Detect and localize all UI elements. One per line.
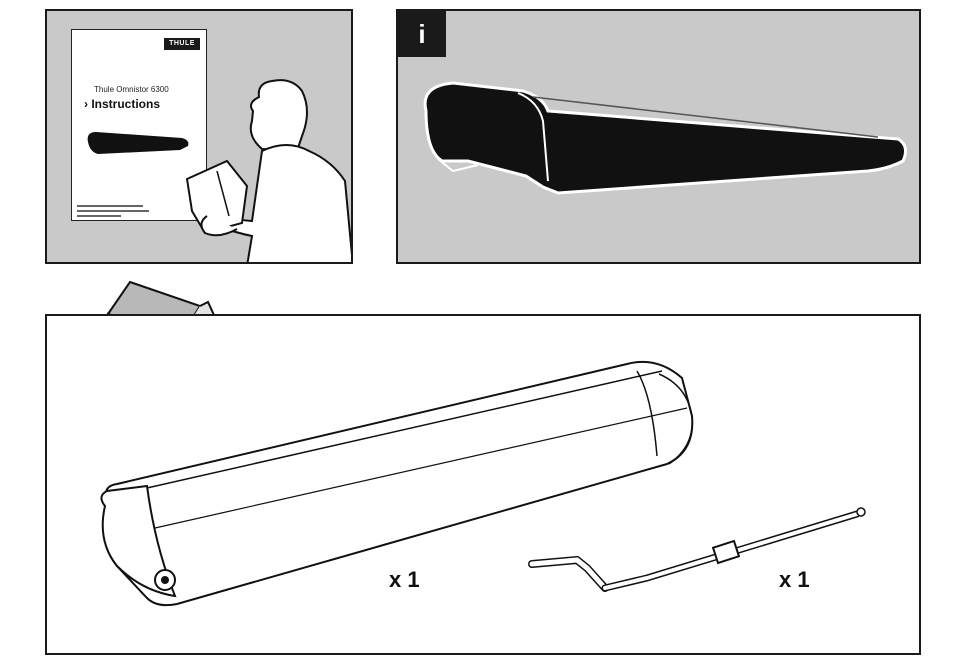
booklet-heading: › Instructions (84, 97, 161, 111)
brand-logo: THULE (164, 38, 200, 50)
booklet-awning-illustration (87, 132, 189, 154)
crank-handle (528, 507, 866, 592)
booklet-panel: THULE Thule Omnistor 6300 › Instructions (45, 9, 353, 264)
awning-info-illustration (423, 81, 908, 195)
booklet-fine-print (77, 202, 187, 220)
awning-cassette (100, 360, 694, 607)
instruction-booklet: THULE Thule Omnistor 6300 › Instructions (71, 29, 207, 221)
booklet-product-name: Thule Omnistor 6300 (94, 85, 169, 94)
info-badge: i (398, 11, 446, 57)
contents-panel: x 1 x 1 (45, 314, 921, 655)
person-reading-illustration (185, 79, 351, 262)
crank-quantity: x 1 (779, 567, 810, 592)
awning-quantity: x 1 (389, 567, 420, 592)
info-panel: i (396, 9, 921, 264)
contents-illustration (100, 360, 866, 607)
